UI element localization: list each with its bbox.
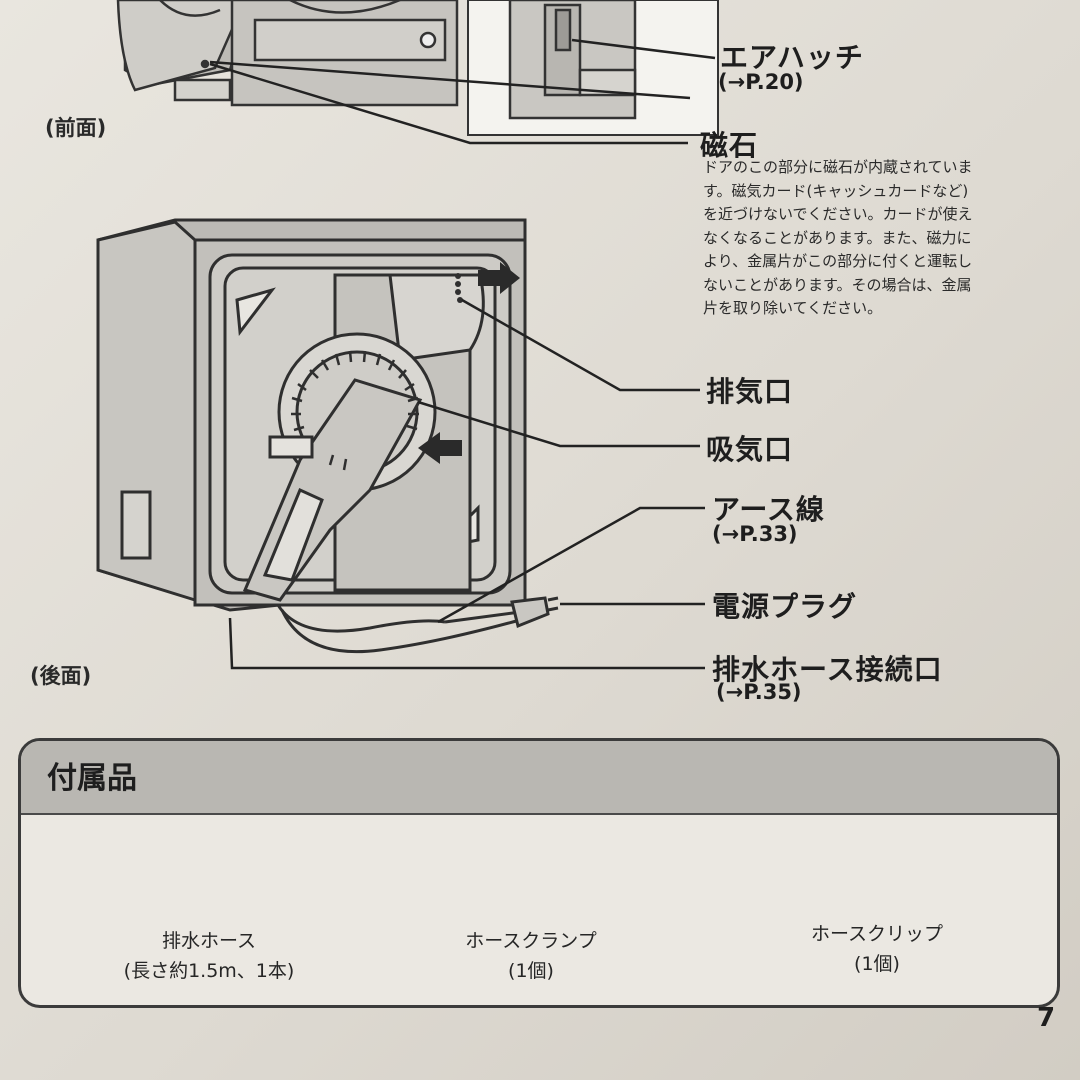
magnet-note: ドアのこの部分に磁石が内蔵されています。磁気カード(キャッシュカードなど)を近づ… xyxy=(703,158,973,317)
ground-wire-ref: (→P.33) xyxy=(712,522,798,546)
plug-illustration xyxy=(510,596,550,629)
accessory-detail: (1個) xyxy=(854,953,900,975)
accessory-name: ホースクランプ xyxy=(465,930,597,952)
accessory-item: 排水ホース (長さ約1.5m、1本) xyxy=(79,926,339,986)
drain-port-ref: (→P.35) xyxy=(716,680,802,704)
cords xyxy=(276,604,521,654)
disc-vent-slots xyxy=(291,350,419,471)
intake-arrow xyxy=(418,432,462,464)
exhaust-arrow xyxy=(478,262,520,294)
accessory-detail: (1個) xyxy=(508,960,554,982)
rear-leader-lines xyxy=(228,298,705,670)
front-leader-lines xyxy=(209,38,716,145)
power-plug-label: 電源プラグ xyxy=(712,590,858,623)
accessory-item: ホースクリップ (1個) xyxy=(747,919,1007,979)
magnet-label: 磁石 xyxy=(700,129,759,162)
air-hatch-label: エアハッチ xyxy=(720,41,864,74)
accessories-title: 付属品 xyxy=(21,741,1057,815)
side-view-illustration xyxy=(508,0,637,120)
front-view-illustration xyxy=(116,0,459,107)
rear-view-label: (後面) xyxy=(30,664,92,688)
accessories-box: 付属品 排水ホース (長さ約1.5m、1本) ホースクランプ (1個) ホースク… xyxy=(18,738,1060,1008)
accessory-name: 排水ホース xyxy=(161,930,257,952)
exhaust-label: 排気口 xyxy=(706,375,794,408)
accessory-name: ホースクリップ xyxy=(810,923,944,945)
exhaust-vent-holes xyxy=(455,273,463,303)
air-hatch-ref: (→P.20) xyxy=(718,70,804,94)
rear-view-illustration xyxy=(96,218,527,612)
intake-label: 吸気口 xyxy=(706,433,794,466)
accessory-item: ホースクランプ (1個) xyxy=(401,926,661,986)
ground-wire-label: アース線 xyxy=(712,493,825,526)
page-number: 7 xyxy=(1037,1003,1056,1033)
drain-port-label: 排水ホース接続口 xyxy=(712,653,943,686)
accessory-detail: (長さ約1.5m、1本) xyxy=(123,960,295,982)
front-view-label: (前面) xyxy=(45,116,107,140)
